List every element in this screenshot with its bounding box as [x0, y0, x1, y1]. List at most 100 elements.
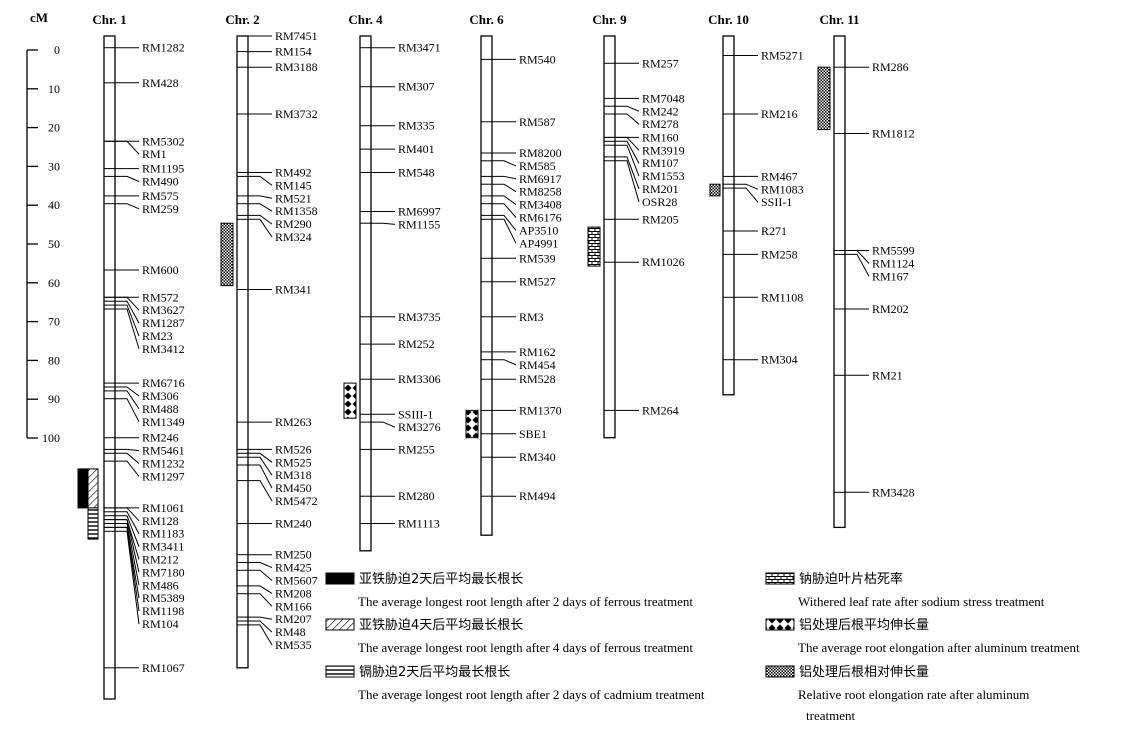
marker-leader — [492, 175, 517, 180]
marker-leader — [248, 456, 273, 476]
marker-label: RM3408 — [519, 198, 562, 212]
marker-leader — [115, 515, 140, 547]
marker-label: RM5472 — [275, 494, 318, 508]
marker-label: RM1061 — [142, 501, 185, 515]
marker-label: RM1155 — [398, 217, 440, 231]
marker-label: OSR28 — [642, 195, 677, 209]
marker-label: RM7180 — [142, 565, 185, 579]
marker-label: RM3188 — [275, 60, 318, 74]
marker-label: RM145 — [275, 178, 312, 192]
chromosome-bar — [722, 35, 735, 396]
chromosome-bar — [480, 35, 493, 536]
marker-label: RM23 — [142, 329, 173, 343]
scale-tick-label: 50 — [48, 237, 60, 251]
chromosome-chr10: Chr. 10RM5271RM216RM467RM1083SSII-1R271R… — [708, 12, 804, 396]
marker-label: RM3412 — [142, 342, 185, 356]
marker-label: RM7451 — [275, 29, 318, 43]
marker-label: RM535 — [275, 638, 312, 652]
scale-tick-label: 70 — [48, 315, 60, 329]
qtl-al_rel — [817, 66, 831, 131]
marker-label: RM1287 — [142, 316, 185, 330]
marker-label: RM257 — [642, 56, 679, 70]
legend-label-en: The average root elongation after alumin… — [798, 640, 1080, 655]
marker-label: RM154 — [275, 45, 312, 59]
marker-leader — [248, 175, 273, 186]
marker-leader — [371, 222, 396, 225]
qtl-al_avg — [343, 382, 357, 419]
marker-leader — [248, 480, 273, 502]
legend-label-zh: 铝处理后根平均伸长量 — [799, 618, 929, 633]
marker-label: RM7048 — [642, 91, 685, 105]
legend-label-zh: 钠胁迫叶片枯死率 — [799, 571, 903, 587]
marker-label: RM528 — [519, 372, 556, 386]
marker-leader — [615, 144, 640, 177]
chromosome-title: Chr. 2 — [225, 12, 259, 27]
marker-leader — [248, 620, 273, 633]
marker-leader — [248, 562, 273, 569]
marker-label: RM307 — [398, 80, 435, 94]
marker-label: RM1083 — [761, 182, 804, 196]
chromosome-chr4: Chr. 4RM3471RM307RM335RM401RM548RM6997RM… — [343, 12, 441, 552]
marker-label: RM1198 — [142, 604, 184, 618]
chromosome-title: Chr. 1 — [92, 12, 126, 27]
marker-label: RM3428 — [872, 485, 915, 499]
marker-leader — [248, 214, 273, 225]
marker-label: RM454 — [519, 358, 556, 372]
marker-label: RM540 — [519, 52, 556, 66]
scale-tick-label: 0 — [54, 43, 60, 57]
marker-label: RM1183 — [142, 527, 184, 541]
marker-label: RM250 — [275, 548, 312, 562]
marker-leader — [492, 160, 517, 167]
marker-label: SSII-1 — [761, 195, 792, 209]
chromosome-chr2: Chr. 2RM7451RM154RM3188RM3732RM492RM145R… — [220, 12, 318, 669]
marker-label: AP3510 — [519, 223, 558, 237]
marker-label: RM335 — [398, 119, 435, 133]
legend-label-en: The average longest root length after 4 … — [358, 640, 693, 655]
marker-leader — [115, 398, 140, 423]
marker-leader — [115, 386, 140, 397]
marker-label: RM494 — [519, 489, 556, 503]
legend-label-zh: 亚铁胁迫2天后平均最长根长 — [359, 572, 523, 587]
marker-label: RM246 — [142, 431, 179, 445]
qtl-na — [587, 226, 601, 267]
marker-label: RM5607 — [275, 574, 318, 588]
marker-label: RM240 — [275, 517, 312, 531]
marker-label: RM128 — [142, 514, 179, 528]
scale-tick-label: 40 — [48, 198, 60, 212]
marker-label: RM1297 — [142, 469, 185, 483]
qtl-al_rel — [220, 222, 234, 287]
qtl-al_avg — [465, 409, 479, 439]
marker-label: RM207 — [275, 612, 312, 626]
scale-tick-label: 20 — [48, 121, 60, 135]
chromosome-chr1: Chr. 1RM1282RM428RM5302RM1RM1195RM490RM5… — [77, 12, 185, 700]
chromosome-chr9: Chr. 9RM257RM7048RM242RM278RM160RM3919RM… — [587, 12, 685, 439]
marker-label: RM539 — [519, 251, 556, 265]
legend-swatch — [325, 665, 355, 678]
marker-leader — [248, 593, 273, 607]
marker-label: RM166 — [275, 599, 312, 613]
marker-label: RM3735 — [398, 310, 441, 324]
marker-label: RM488 — [142, 402, 179, 416]
marker-label: RM252 — [398, 337, 435, 351]
marker-leader — [248, 203, 273, 212]
marker-label: RM5389 — [142, 591, 185, 605]
marker-label: RM5461 — [142, 444, 185, 458]
marker-label: RM6716 — [142, 376, 185, 390]
marker-label: RM201 — [642, 182, 679, 196]
marker-label: RM1113 — [398, 517, 440, 531]
marker-label: RM467 — [761, 169, 798, 183]
legend-swatch — [765, 618, 795, 631]
marker-label: SSIII-1 — [398, 407, 433, 421]
marker-label: RM340 — [519, 450, 556, 464]
marker-leader — [845, 250, 870, 264]
marker-leader — [115, 175, 140, 182]
marker-label: RM304 — [761, 353, 798, 367]
marker-label: RM6917 — [519, 172, 562, 186]
chromosome-bar — [103, 35, 116, 700]
scale-unit: cM — [30, 10, 48, 25]
marker-label: RM104 — [142, 617, 179, 631]
chromosome-bar — [833, 35, 846, 529]
